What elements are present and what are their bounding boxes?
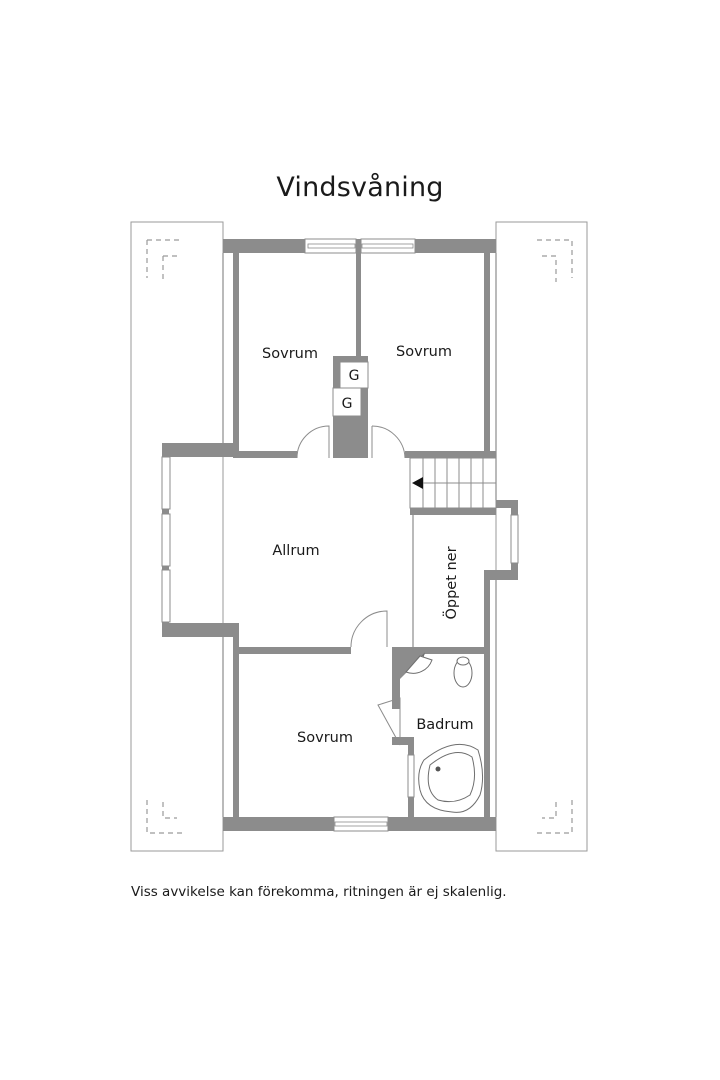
disclaimer-note: Viss avvikelse kan förekomma, ritningen … bbox=[131, 884, 507, 900]
room-label-bedroom-bottom: Sovrum bbox=[297, 730, 353, 746]
room-label-open-below: Öppet ner bbox=[442, 546, 460, 619]
staircase bbox=[409, 457, 497, 509]
closet-label-1: G bbox=[349, 368, 360, 384]
bathroom-fixtures bbox=[405, 652, 484, 813]
closet-label-2: G bbox=[342, 396, 353, 412]
left-roof-panel bbox=[130, 221, 224, 852]
room-label-bathroom: Badrum bbox=[416, 717, 473, 733]
closets bbox=[332, 361, 369, 417]
right-roof-panel bbox=[495, 221, 588, 852]
room-label-bedroom-top-right: Sovrum bbox=[396, 344, 452, 360]
room-label-bedroom-top-left: Sovrum bbox=[262, 346, 318, 362]
floor-plan-title: Vindsvåning bbox=[276, 172, 444, 203]
room-label-living: Allrum bbox=[272, 543, 319, 559]
stair-direction-arrow-icon bbox=[412, 477, 423, 489]
windows bbox=[161, 238, 519, 832]
doors bbox=[296, 425, 406, 746]
